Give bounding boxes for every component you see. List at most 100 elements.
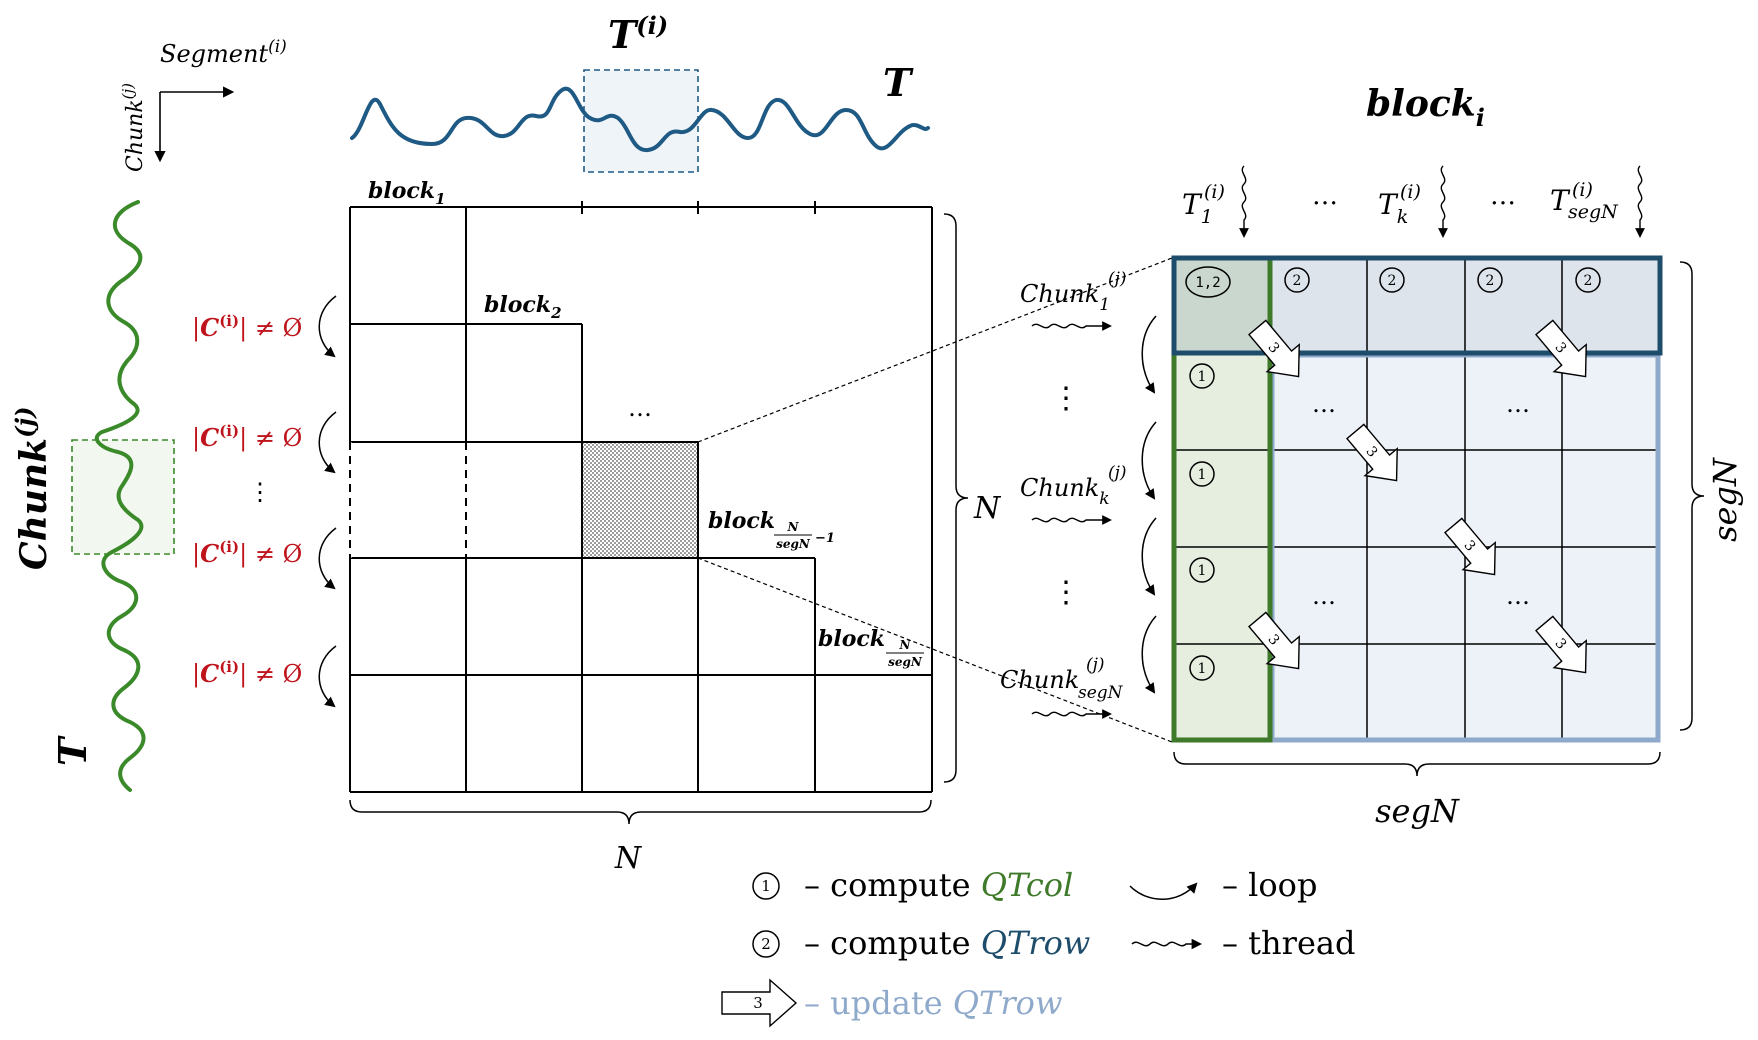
loop-arc (1141, 421, 1157, 500)
row-badge: 2 (1379, 267, 1405, 293)
update-arrow: 3 (1346, 423, 1398, 482)
chunk-axis-label: Chunk(j) (119, 83, 148, 172)
block-detail: blocki 1,2 2 2 2 2 1 1 1 1 (1000, 83, 1744, 830)
legend-item-qtcol: 1 – compute QTcol (752, 866, 1073, 904)
legend-item-thread: – thread (1131, 924, 1355, 962)
row-header: Chunk1 (j) (1020, 269, 1127, 331)
svg-text:(i): (i) (1400, 181, 1421, 203)
blockA-label: block N segN −1 (708, 508, 835, 551)
conditions: |C(i)| ≠ Ø |C(i)| ≠ Ø ⋮ |C(i)| ≠ Ø |C(i)… (192, 295, 337, 708)
detail-right-brace (1679, 261, 1705, 731)
cell-dots: … (1312, 390, 1336, 418)
cell-dots: … (1506, 582, 1530, 610)
svg-text:Chunk1: Chunk1 (1020, 280, 1110, 315)
svg-text:1: 1 (761, 877, 771, 895)
dotted-block (582, 442, 698, 558)
svg-text:1: 1 (1198, 661, 1207, 677)
detail-segn-right: segN (1706, 457, 1744, 542)
main-matrix: block1 block2 … block N segN −1 block N … (348, 178, 1002, 876)
svg-text:T1: T1 (1182, 188, 1213, 228)
conditions-vdots: ⋮ (248, 478, 272, 506)
loop-arc (1141, 517, 1157, 596)
svg-text:2: 2 (761, 935, 771, 953)
svg-text:2: 2 (1388, 273, 1397, 289)
qtrow-border (1171, 255, 1663, 356)
left-time-series: Chunk(j) T (10, 200, 175, 792)
corner-badge: 1,2 (1185, 266, 1231, 298)
legend-item-update: 3 – update QTrow (721, 978, 1062, 1028)
svg-text:– compute QTrow: – compute QTrow (804, 924, 1090, 962)
col-dots: … (1312, 181, 1338, 211)
matrix-ellipsis: … (628, 394, 652, 422)
row-header: Chunkk (j) (1020, 463, 1127, 525)
svg-text:segN: segN (888, 655, 923, 669)
svg-text:T: T (1550, 184, 1571, 217)
svg-text:(j): (j) (1108, 463, 1127, 483)
condition-row: |C(i)| ≠ Ø (192, 411, 337, 474)
condition-row: |C(i)| ≠ Ø (192, 527, 337, 590)
detail-bottom-brace (1173, 751, 1661, 777)
svg-text:Chunk: Chunk (1000, 666, 1079, 694)
condition-row: |C(i)| ≠ Ø (192, 295, 337, 358)
svg-text:– update QTrow: – update QTrow (804, 984, 1062, 1022)
row-dots: ⋮ (1051, 381, 1081, 416)
svg-text:segN: segN (1568, 201, 1619, 223)
svg-text:block: block (818, 626, 885, 652)
svg-text:– loop: – loop (1222, 866, 1317, 904)
svg-text:2: 2 (1486, 273, 1495, 289)
row-badge: 2 (1477, 267, 1503, 293)
svg-text:– thread: – thread (1222, 924, 1355, 962)
top-series-line (350, 86, 930, 153)
bottom-brace (349, 799, 932, 825)
svg-text:(j): (j) (1086, 655, 1105, 675)
svg-text:3: 3 (753, 994, 763, 1012)
chunk-window (71, 439, 175, 555)
svg-text:– compute QTcol: – compute QTcol (804, 866, 1073, 904)
update-arrow: 3 (1535, 615, 1587, 674)
block2-label: block2 (484, 292, 562, 322)
svg-text:−1: −1 (815, 531, 835, 546)
svg-text:Chunkk: Chunkk (1020, 474, 1110, 509)
svg-text:N: N (787, 520, 800, 534)
zoom-line-bottom (697, 557, 1173, 743)
right-brace (943, 213, 969, 783)
svg-text:|C(i)| ≠ Ø: |C(i)| ≠ Ø (192, 312, 302, 343)
svg-text:1,2: 1,2 (1195, 275, 1220, 291)
svg-text:1: 1 (1198, 369, 1207, 385)
svg-text:|C(i)| ≠ Ø: |C(i)| ≠ Ø (192, 538, 302, 569)
row-header: Chunk segN (j) (1000, 655, 1124, 719)
legend-item-qtrow: 2 – compute QTrow (752, 924, 1090, 962)
svg-text:N: N (899, 638, 912, 652)
svg-text:(j): (j) (1108, 269, 1127, 289)
loop-arc (1141, 315, 1157, 394)
col-header: T1 (i) (1182, 165, 1249, 238)
cell-dots: … (1506, 390, 1530, 418)
top-time-series: T(i) T (350, 11, 930, 173)
col-badge: 1 (1189, 363, 1215, 389)
block1-label: block1 (368, 178, 446, 208)
matrix-n-right: N (973, 491, 1002, 526)
svg-text:1: 1 (1198, 467, 1207, 483)
col-badge: 1 (1189, 655, 1215, 681)
left-series-label: T (50, 735, 95, 766)
loop-arc (1141, 615, 1157, 694)
col-dots: … (1490, 181, 1516, 211)
block-detail-title: blocki (1366, 83, 1485, 132)
segment-window-label: T(i) (608, 11, 668, 57)
condition-row: |C(i)| ≠ Ø (192, 645, 337, 708)
update-arrow: 3 (1444, 517, 1496, 576)
svg-text:|C(i)| ≠ Ø: |C(i)| ≠ Ø (192, 658, 302, 689)
col-badge: 1 (1189, 461, 1215, 487)
update-arrow: 3 (1248, 319, 1300, 378)
row-badge: 2 (1575, 267, 1601, 293)
svg-text:block: block (708, 508, 775, 534)
svg-text:2: 2 (1584, 273, 1593, 289)
legend-item-loop: – loop (1129, 866, 1317, 904)
top-series-label: T (883, 60, 914, 105)
segment-axis-label: Segment(i) (160, 37, 287, 68)
svg-text:Tk: Tk (1378, 188, 1408, 228)
svg-text:segN: segN (776, 537, 811, 551)
svg-text:2: 2 (1293, 273, 1302, 289)
legend: 1 – compute QTcol 2 – compute QTrow 3 – … (721, 866, 1355, 1028)
